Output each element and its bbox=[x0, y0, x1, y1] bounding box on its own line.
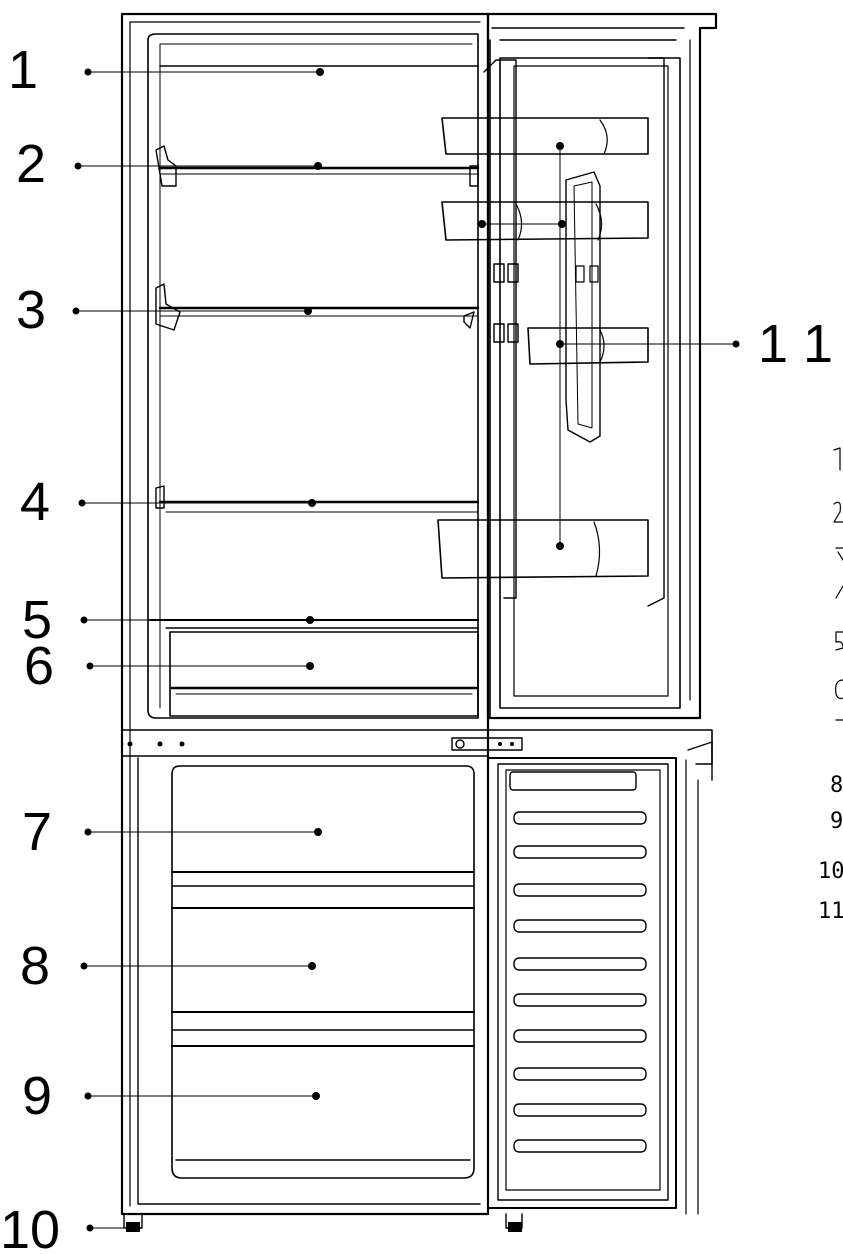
levelling-feet bbox=[123, 1213, 523, 1232]
freezer-door bbox=[487, 757, 699, 1215]
shelf-4 bbox=[155, 485, 480, 513]
freezer-drawer-2 bbox=[171, 1011, 475, 1047]
side-number-10: 10 bbox=[818, 859, 843, 884]
door-shelf-2 bbox=[441, 201, 649, 241]
callout-3: 3 bbox=[16, 280, 46, 340]
door-shelf-top bbox=[441, 117, 649, 155]
side-number-list: 8 9 10 11 bbox=[818, 447, 843, 924]
callout-9: 9 bbox=[22, 1066, 52, 1126]
callout-5: 5 bbox=[22, 590, 52, 650]
middle-hinge bbox=[451, 729, 713, 781]
crisper-cover bbox=[149, 619, 479, 629]
callout-6: 6 bbox=[24, 636, 54, 696]
callout-8: 8 bbox=[20, 936, 50, 996]
callout-10: 10 bbox=[0, 1200, 60, 1254]
shelf-3 bbox=[155, 283, 480, 331]
leader-lines bbox=[72, 68, 740, 1232]
door-shelf-bottom bbox=[437, 519, 649, 579]
door-shelf-3 bbox=[527, 327, 649, 365]
freezer-compartment bbox=[137, 757, 481, 1205]
crisper-drawer bbox=[169, 631, 479, 717]
callout-7: 7 bbox=[22, 802, 52, 862]
callout-2: 2 bbox=[16, 134, 46, 194]
divider-strip bbox=[121, 729, 489, 757]
fridge-door bbox=[483, 12, 718, 720]
callout-11: 1 1 bbox=[758, 314, 833, 374]
freezer-drawer-1 bbox=[171, 871, 475, 909]
cabinet-body bbox=[120, 12, 490, 1216]
door-seal-slots bbox=[513, 811, 647, 1153]
callout-labels: 1 2 3 4 5 6 7 8 9 10 1 1 bbox=[0, 40, 833, 1254]
side-number-9: 9 bbox=[830, 809, 843, 834]
side-number-8: 8 bbox=[830, 773, 843, 798]
side-number-11: 11 bbox=[818, 899, 843, 924]
callout-1: 1 bbox=[8, 40, 38, 100]
callout-4: 4 bbox=[20, 472, 50, 532]
